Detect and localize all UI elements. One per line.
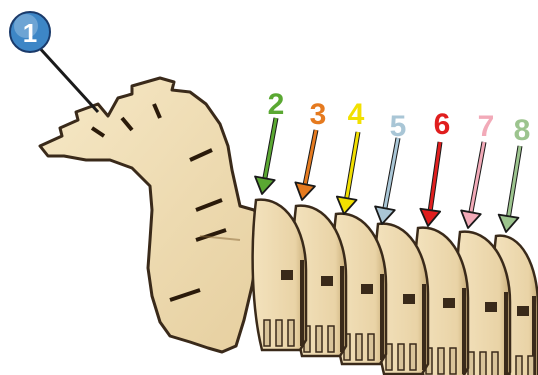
slab-leg	[288, 320, 294, 346]
arrow-shaft	[385, 138, 398, 208]
part-2-arrow: 2	[255, 88, 284, 194]
head-piece	[40, 78, 262, 352]
arrow-head	[295, 182, 315, 200]
slab-leg	[480, 352, 486, 375]
slab-slot	[321, 276, 333, 286]
arrow-shaft	[471, 142, 484, 212]
arrow-head	[499, 215, 519, 232]
part-label: 6	[434, 108, 451, 141]
arrow-head	[255, 176, 275, 194]
slab-leg	[528, 356, 534, 375]
part-label: 3	[310, 98, 327, 131]
arrow-shaft	[347, 132, 358, 198]
slab-leg	[276, 320, 282, 346]
arrow-head	[337, 197, 357, 214]
slab-leg	[492, 352, 498, 375]
slab-slot	[403, 294, 415, 304]
arrow-head	[375, 206, 395, 224]
slab-slot	[485, 302, 497, 312]
slab-leg	[316, 326, 322, 352]
slab-slot	[281, 270, 293, 280]
head-shape	[40, 78, 262, 352]
badge-leader-line	[36, 44, 98, 112]
arrow-shaft	[509, 146, 520, 216]
slab-slot	[517, 306, 529, 316]
part-label: 7	[478, 110, 495, 143]
slab-leg	[516, 356, 522, 375]
slab-leg	[264, 320, 270, 346]
part-label: 5	[390, 110, 407, 143]
part-4-arrow: 4	[337, 98, 365, 214]
slab-leg	[356, 334, 362, 360]
arrow-shaft	[305, 130, 316, 184]
part-7-arrow: 7	[461, 110, 494, 228]
part-3-arrow: 3	[295, 98, 326, 200]
slab-leg	[410, 344, 416, 370]
body-slabs	[253, 200, 538, 375]
part-6-arrow: 6	[420, 108, 450, 226]
part-1-badge: 1	[10, 12, 50, 52]
arrow-shaft	[265, 118, 276, 178]
slab-leg	[398, 344, 404, 370]
arrow-head	[461, 210, 481, 228]
part-label: 4	[348, 98, 365, 131]
part-label: 8	[514, 114, 531, 147]
part-label: 2	[268, 88, 285, 121]
slab-slot	[443, 298, 455, 308]
arrow-shaft	[430, 142, 440, 210]
badge-label: 1	[23, 18, 37, 48]
part-5-arrow: 5	[375, 110, 406, 224]
slab-leg	[438, 348, 444, 374]
slab-leg	[368, 334, 374, 360]
slab-slot	[361, 284, 373, 294]
part-8-arrow: 8	[499, 114, 531, 232]
arrow-head	[420, 209, 440, 226]
slab-leg	[328, 326, 334, 352]
slab-leg	[450, 348, 456, 374]
